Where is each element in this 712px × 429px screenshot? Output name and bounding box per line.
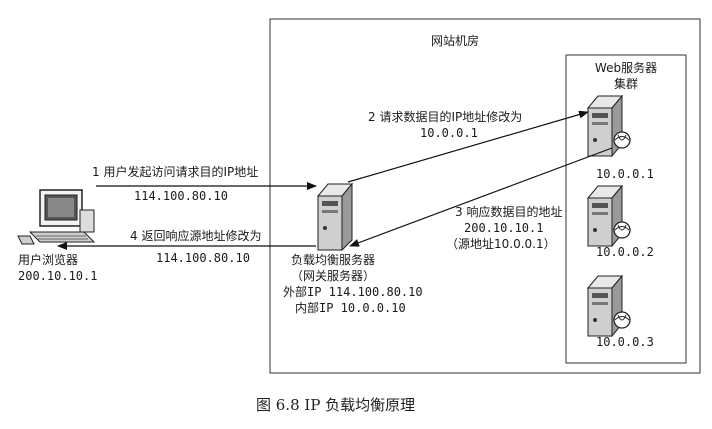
web-server-1-globe-icon xyxy=(613,131,631,149)
load-balancer-name: 负载均衡服务器 xyxy=(291,252,375,267)
load-balancer-external-ip: 外部IP 114.100.80.10 xyxy=(283,284,423,299)
datacenter-frame xyxy=(269,18,701,374)
load-balancer-internal-ip: 内部IP 10.0.0.10 xyxy=(295,300,406,315)
web-server-3-globe-icon xyxy=(613,311,631,329)
step-2-label: 2 请求数据目的IP地址修改为 xyxy=(368,109,522,124)
client-name: 用户浏览器 xyxy=(18,252,78,267)
step-2-arrow xyxy=(347,110,589,183)
web-server-1-icon xyxy=(586,94,624,158)
web-server-2-ip: 10.0.0.2 xyxy=(596,245,654,259)
computer-icon xyxy=(17,189,96,245)
web-server-3-ip: 10.0.0.3 xyxy=(596,335,654,349)
web-server-2-globe-icon xyxy=(613,221,631,239)
step-2-ip: 10.0.0.1 xyxy=(420,126,478,140)
figure-caption: 图 6.8 IP 负载均衡原理 xyxy=(256,396,415,414)
web-cluster-title-line1: Web服务器 xyxy=(595,60,657,75)
client-ip: 200.10.10.1 xyxy=(18,269,97,283)
web-server-3-icon xyxy=(586,274,624,338)
step-3-ip: 200.10.10.1 xyxy=(464,221,543,235)
step-4-label: 4 返回响应源地址修改为 xyxy=(130,228,261,243)
web-server-2-icon xyxy=(586,184,624,248)
step-3-arrow xyxy=(349,147,613,247)
step-1-ip: 114.100.80.10 xyxy=(134,189,228,203)
step-3-source-note: （源地址10.0.0.1） xyxy=(446,237,556,251)
datacenter-title: 网站机房 xyxy=(431,33,479,48)
step-4-ip: 114.100.80.10 xyxy=(156,251,250,265)
server-icon xyxy=(316,182,354,252)
load-balancer-subtitle: （网关服务器） xyxy=(291,268,375,283)
web-server-1-ip: 10.0.0.1 xyxy=(596,167,654,181)
web-cluster-frame xyxy=(565,54,687,364)
step-3-label: 3 响应数据目的地址 xyxy=(455,204,562,219)
web-cluster-title-line2: 集群 xyxy=(614,76,638,91)
step-1-label: 1 用户发起访问请求目的IP地址 xyxy=(92,164,258,179)
